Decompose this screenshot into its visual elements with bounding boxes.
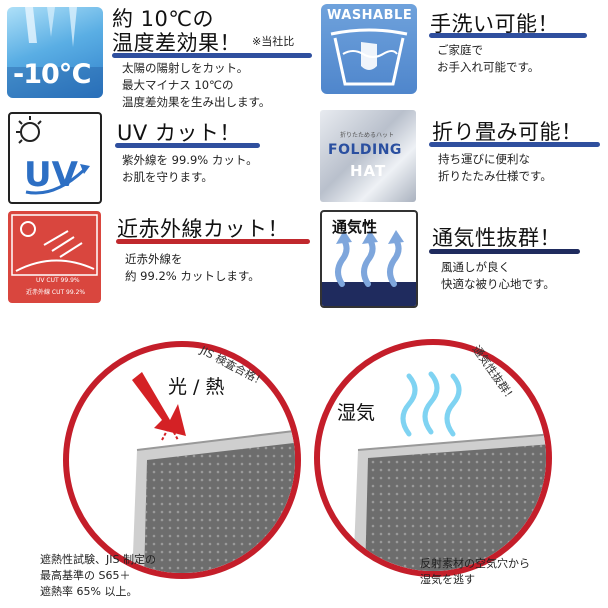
infrared-cut-icon: UV CUT 99.9% 近赤外線 CUT 99.2% — [8, 211, 101, 303]
feature-desc-breathable: 風通しが良く 快適な被り心地です。 — [441, 260, 555, 291]
feature-underline-infrared — [116, 239, 310, 244]
folding-hat-icon-top: 折りたためるハット — [340, 132, 395, 139]
feature-desc-washable: ご家庭で お手入れ可能です。 — [437, 43, 540, 74]
infrared-icon-line-1: UV CUT 99.9% — [36, 277, 80, 284]
breathable-icon: 通気性 — [320, 210, 418, 308]
washable-icon: WASHABLE — [321, 4, 417, 94]
moisture-diagram: 湿気 — [313, 338, 553, 578]
feature-underline-uv — [115, 143, 260, 148]
feature-desc-folding: 持ち運びに便利な 折りたたみ仕様です。 — [438, 152, 552, 183]
feature-title-folding: 折り畳み可能！ — [432, 120, 583, 144]
heat-diagram-label: 光 / 熱 — [168, 376, 225, 398]
breathable-icon-label: 通気性 — [332, 218, 378, 236]
moisture-diagram-caption: 反射素材の空気穴から 湿気を逃す — [420, 557, 530, 586]
minus-10c-icon: -10℃ — [7, 7, 103, 98]
feature-title-breathable: 通気性抜群！ — [432, 226, 561, 250]
folding-hat-icon-line-1: FOLDING — [328, 142, 402, 158]
feature-desc-temperature: 太陽の陽射しをカット。 最大マイナス 10℃の 温度差効果を生み出します。 — [122, 61, 271, 109]
feature-title-washable: 手洗い可能！ — [430, 12, 559, 36]
feature-underline-folding — [429, 142, 600, 147]
feature-title-uv: UV カット！ — [117, 121, 241, 145]
feature-underline-temperature — [112, 53, 312, 58]
feature-note-company: ※当社比 — [252, 35, 295, 48]
uv-cut-icon: UV — [8, 112, 102, 204]
heat-diagram-caption: 遮熱性試験、JIS 制定の 最高基準の S65＋ 遮熱率 65% 以上。 — [40, 553, 156, 598]
folding-hat-icon-line-2: HAT — [350, 162, 387, 180]
heat-diagram: 光 / 熱 — [62, 340, 302, 580]
washable-icon-label: WASHABLE — [327, 8, 413, 23]
uv-letters: UV — [24, 155, 79, 195]
feature-desc-uv: 紫外線を 99.9% カット。 お肌を守ります。 — [122, 153, 258, 184]
feature-underline-breathable — [429, 249, 580, 254]
infrared-icon-line-2: 近赤外線 CUT 99.2% — [26, 289, 86, 296]
folding-hat-icon: 折りたためるハット FOLDING HAT — [320, 110, 416, 202]
feature-title-infrared: 近赤外線カット！ — [117, 217, 289, 241]
feature-title-temperature-1: 約 10℃の — [112, 7, 214, 31]
feature-underline-washable — [429, 33, 587, 38]
minus-10c-icon-label: -10℃ — [13, 59, 91, 90]
feature-title-temperature-2: 温度差効果！ — [112, 31, 241, 55]
feature-desc-infrared: 近赤外線を 約 99.2% カットします。 — [125, 252, 260, 283]
moisture-diagram-label: 湿気 — [337, 402, 376, 424]
